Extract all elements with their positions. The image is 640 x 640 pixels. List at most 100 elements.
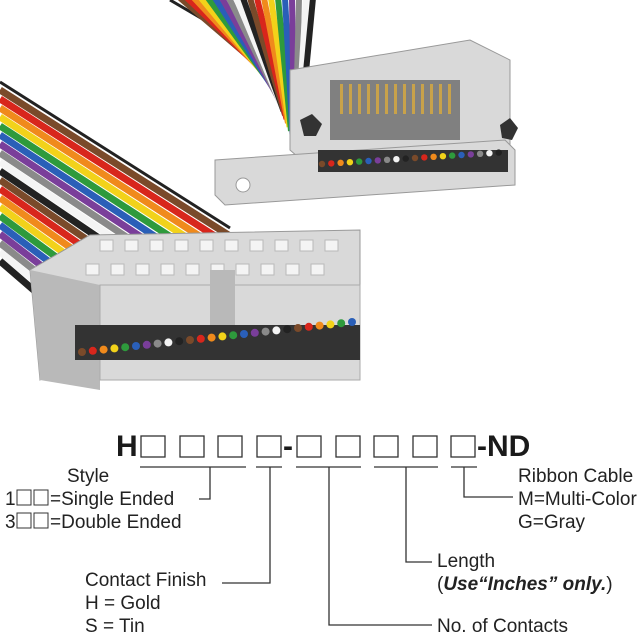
contact-opening — [185, 263, 200, 276]
contact-opening — [260, 263, 275, 276]
placeholder-box — [33, 489, 49, 506]
wire-end — [476, 150, 484, 157]
wire-end — [229, 331, 238, 340]
wire-ends-strip — [75, 325, 360, 360]
polarization-hole — [500, 118, 518, 140]
pin — [340, 84, 343, 114]
placeholder-box — [335, 435, 361, 458]
svg-text:1: 1 — [5, 489, 16, 510]
wire-end — [328, 160, 335, 167]
wire-end — [402, 155, 409, 162]
ribbon-cable-multi: M=Multi-Color — [518, 489, 637, 510]
ribbon-cable-title: Ribbon Cable — [518, 466, 633, 487]
pin — [349, 84, 352, 114]
wire — [0, 114, 205, 251]
cable-assembly-illustration — [0, 0, 518, 390]
wire-end — [337, 159, 344, 166]
part-prefix: H — [116, 430, 138, 463]
wire-end — [421, 154, 428, 161]
contact-opening — [324, 239, 339, 252]
contact-opening — [85, 263, 100, 276]
wire-end — [411, 154, 419, 162]
wire — [0, 123, 196, 255]
wire-end — [207, 333, 216, 342]
polarization-hole — [300, 114, 322, 136]
wire-end — [88, 346, 97, 355]
wire-end — [153, 339, 162, 348]
wire-end — [132, 342, 140, 350]
wire-end — [458, 151, 465, 159]
wire-end — [272, 326, 281, 335]
style-title: Style — [67, 466, 109, 487]
contact-opening — [174, 239, 189, 252]
placeholder-box — [33, 512, 49, 529]
contacts-title: No. of Contacts — [437, 616, 568, 637]
wire-end — [315, 321, 324, 330]
wire-end — [186, 336, 194, 344]
wire-end — [261, 327, 270, 336]
contact-opening — [199, 239, 214, 252]
wire-end — [486, 150, 493, 157]
length-note: (Use“Inches” only.) — [437, 574, 613, 595]
female-socket-connector — [29, 229, 361, 390]
wire-end — [326, 320, 335, 329]
wire-end — [99, 345, 108, 354]
part-suffix: -ND — [477, 430, 530, 463]
contact-opening — [135, 263, 150, 276]
contact-opening — [224, 239, 239, 252]
placeholder-box — [296, 435, 322, 458]
wire-end — [175, 337, 184, 346]
pin — [367, 84, 370, 114]
wire-end — [495, 149, 502, 156]
contact-opening — [160, 263, 175, 276]
wire-end — [283, 325, 292, 334]
wire-end — [356, 158, 363, 165]
style-option-double: 3 =Double Ended — [5, 512, 182, 533]
pin — [412, 84, 415, 114]
wire-end — [240, 330, 248, 338]
placeholder-box — [16, 512, 32, 529]
placeholder-box — [412, 435, 438, 458]
ribbon-edge — [0, 80, 231, 230]
leader-lines — [140, 466, 513, 626]
placeholder-box — [450, 435, 476, 458]
mount-hole — [235, 177, 251, 193]
wire-end — [346, 159, 354, 166]
wire-end — [430, 153, 437, 160]
wire — [0, 87, 232, 239]
contact-opening — [285, 263, 300, 276]
placeholder-box — [373, 435, 399, 458]
placeholder-box — [217, 435, 243, 458]
placeholder-box — [16, 489, 32, 506]
style-option-single: 1 =Single Ended — [5, 489, 174, 510]
wire-end — [250, 328, 259, 337]
pin — [358, 84, 361, 114]
wire-end — [348, 318, 356, 326]
contact-opening — [235, 263, 250, 276]
placeholder-box — [140, 435, 166, 458]
pin — [403, 84, 406, 114]
ribbon-cable-gray: G=Gray — [518, 512, 586, 533]
placeholder-box — [179, 435, 205, 458]
contact-finish-tin: S = Tin — [85, 616, 145, 637]
contact-opening — [99, 239, 114, 252]
wire-end — [449, 152, 456, 159]
wire-end — [374, 157, 381, 164]
placeholder-boxes — [140, 435, 476, 458]
wire-end — [383, 156, 391, 163]
contact-opening — [249, 239, 264, 252]
contact-opening — [310, 263, 325, 276]
wire-end — [110, 344, 119, 353]
wire-end — [294, 324, 302, 332]
wire-end — [439, 153, 447, 160]
male-header-connector — [214, 39, 518, 206]
contact-opening — [149, 239, 164, 252]
wire-end — [142, 340, 151, 349]
wire-end — [304, 322, 313, 331]
pin — [430, 84, 433, 114]
wire — [0, 105, 214, 247]
pin — [448, 84, 451, 114]
wire-end — [218, 332, 227, 341]
part-dash: - — [283, 430, 293, 463]
